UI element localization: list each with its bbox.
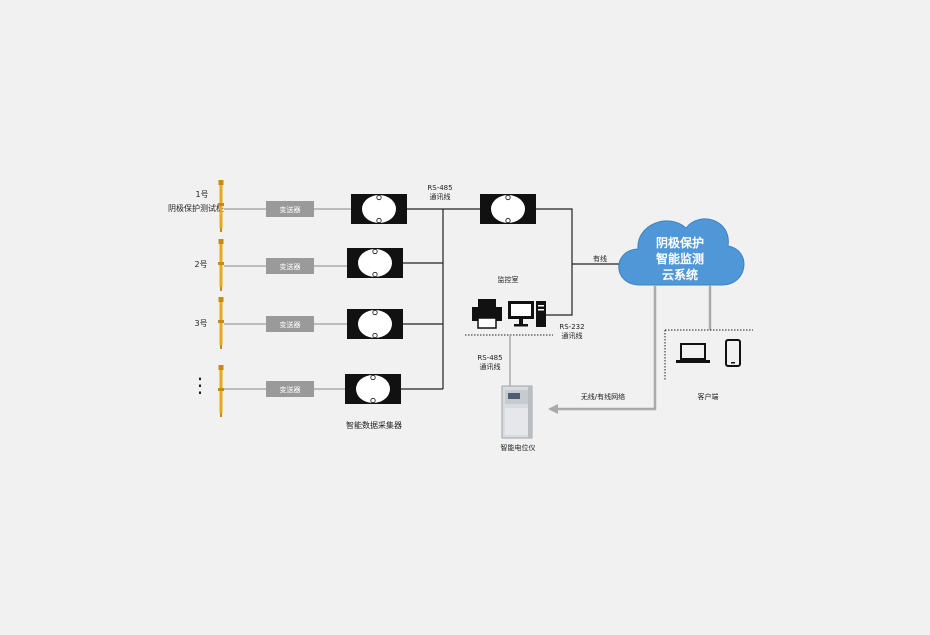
converter-label-1: 变送器 (280, 205, 301, 214)
sensor-label-1: 1号 (195, 190, 208, 199)
printer-icon (472, 299, 502, 329)
collector-device-4 (344, 373, 402, 405)
laptop-icon (676, 343, 710, 363)
rs485-bottom-label-line1: RS-485 (477, 354, 502, 362)
pc-tower-icon (536, 301, 546, 327)
rs485-bus (401, 208, 625, 390)
client-group: 客户端 (664, 329, 753, 401)
wireless-label: 无线/有线网络 (581, 392, 625, 401)
converter-group: 变送器 变送器 变送器 变送器 (266, 201, 314, 397)
cloud-icon (618, 218, 745, 286)
sensor-lines (224, 208, 351, 390)
cloud-text-line1: 阴极保护 (656, 235, 704, 250)
converter-label-4: 变送器 (280, 385, 301, 394)
more-sensors-ellipsis: ⋮ (190, 373, 210, 397)
cloud-text-line3: 云系统 (662, 267, 698, 282)
sensor-label-2: 2号 (194, 260, 207, 269)
converter-box-4 (266, 381, 314, 397)
monitoring-station: 监控室 (465, 275, 553, 336)
converter-box-1 (266, 201, 314, 217)
converter-label-2: 变送器 (280, 262, 301, 271)
converter-label-3: 变送器 (280, 320, 301, 329)
probe-icon-1 (218, 180, 224, 232)
sensor-label-3: 3号 (194, 319, 207, 328)
rs485-top-label-line2: 通讯线 (430, 192, 451, 201)
collector-group: 智能数据采集器 (344, 193, 408, 430)
rs232-label-line2: 通讯线 (562, 331, 583, 340)
computer-label: 监控室 (498, 275, 519, 284)
smartphone-icon (725, 339, 741, 367)
instrument-label: 智能电位仪 (501, 443, 536, 452)
converter-box-2 (266, 258, 314, 274)
sensor-group: 1号 阴极保护测试桩 2号 3号 ⋮ (168, 180, 224, 417)
converter-box-3 (266, 316, 314, 332)
cloud-text-line2: 智能监测 (655, 251, 704, 266)
collector-device-3 (346, 308, 404, 340)
wireless-link (548, 285, 657, 414)
collector-label: 智能数据采集器 (346, 420, 402, 430)
probe-icon-4 (218, 365, 224, 417)
repeater-device (479, 193, 537, 225)
probe-icon-2 (218, 239, 224, 291)
rs485-bottom-label-line2: 通讯线 (480, 362, 501, 371)
collector-device-1 (350, 193, 408, 225)
rs232-label-line1: RS-232 (559, 323, 584, 331)
potentiometer-cabinet-icon (501, 385, 533, 439)
network-label: 有线 (593, 254, 607, 263)
monitor-icon (508, 301, 534, 327)
sensor-label-test-post: 阴极保护测试桩 (168, 203, 224, 213)
collector-device-2 (346, 247, 404, 279)
client-label: 客户端 (698, 392, 719, 401)
rs485-top-label-line1: RS-485 (427, 184, 452, 192)
probe-icon-3 (218, 297, 224, 349)
